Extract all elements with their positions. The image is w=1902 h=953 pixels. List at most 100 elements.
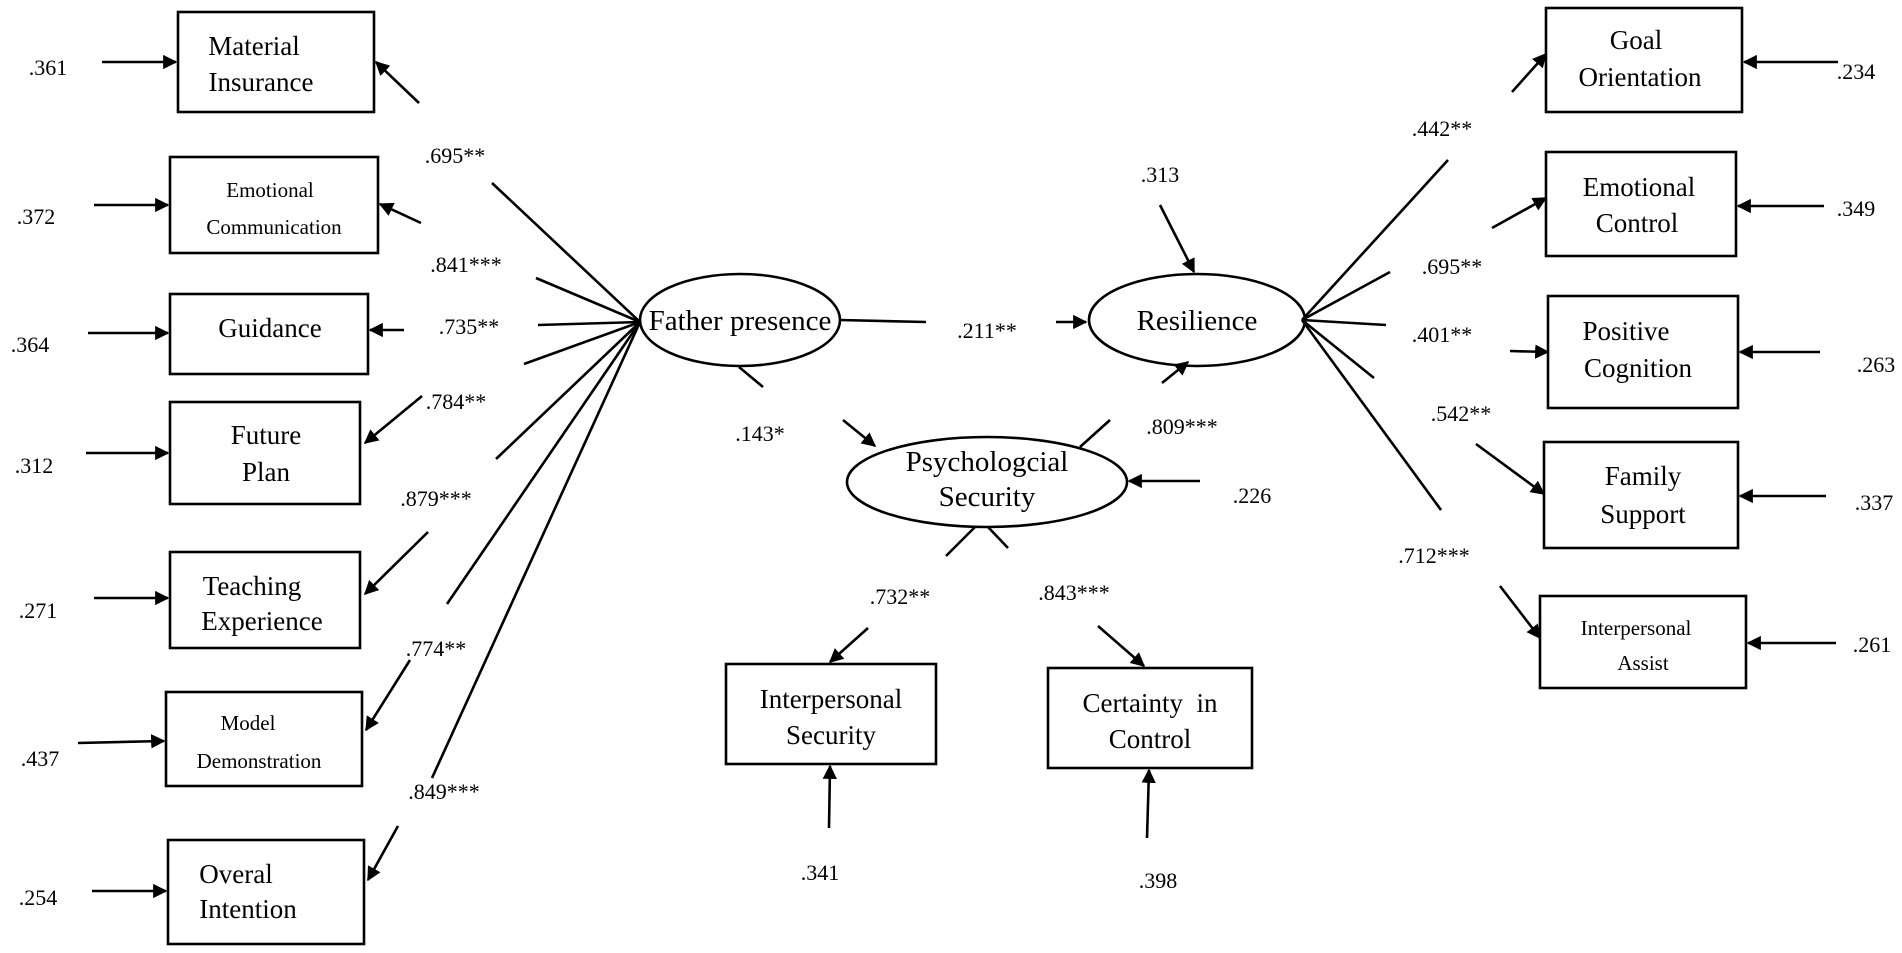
resilience-loading-arrow-3: .401** <box>1412 322 1550 359</box>
father-loading-arrow-1: .695** <box>374 61 486 168</box>
father-loading-arrow-7: .849*** <box>366 779 480 882</box>
resilience-disturbance: .313 <box>1141 162 1196 274</box>
disturbance-value: .313 <box>1141 162 1180 187</box>
indicator-label-line1: Interpersonal <box>1581 616 1692 640</box>
loading-coefficient: .774** <box>406 636 467 661</box>
indicator-label-line1: Emotional <box>226 178 314 202</box>
resilience-indicator-emotional-control: Emotional Control .349 <box>1544 150 1876 258</box>
error-variance: .234 <box>1837 59 1876 84</box>
resilience-loading-lines <box>1300 159 1449 511</box>
loading-coefficient: .442** <box>1412 116 1473 141</box>
loading-coefficient: .712*** <box>1398 543 1470 568</box>
loading-coefficient: .843*** <box>1038 580 1110 605</box>
path-father-to-resilience: .211** <box>839 314 1088 343</box>
loading-coefficient: .401** <box>1412 322 1473 347</box>
psychological-security-node: Psychologcial Security <box>845 435 1129 529</box>
indicator-label-line1: Future <box>231 420 302 450</box>
error-variance: .312 <box>15 453 54 478</box>
path-father-to-security: .143* <box>735 366 877 448</box>
loading-coefficient: .542** <box>1431 401 1492 426</box>
error-arrow <box>77 734 166 749</box>
path-coefficient: .809*** <box>1146 414 1218 439</box>
path-security-to-resilience: .809*** <box>1079 360 1218 448</box>
father-indicator-guidance: Guidance .364 <box>11 292 370 376</box>
loading-coefficient: .849*** <box>408 779 480 804</box>
indicator-label-line1: Goal <box>1610 25 1662 55</box>
loading-coefficient: .784** <box>426 389 487 414</box>
indicator-label-line2: Assist <box>1617 651 1669 675</box>
father-loading-arrow-5: .879*** <box>363 486 472 596</box>
resilience-loading-arrow-4: .542** <box>1431 401 1546 496</box>
father-indicator-teaching-experience: Teaching Experience .271 <box>19 550 362 650</box>
error-variance: .263 <box>1857 352 1896 377</box>
security-disturbance: .226 <box>1127 473 1272 508</box>
indicator-label-line2: Cognition <box>1584 353 1693 383</box>
indicator-label-line2: Plan <box>242 457 291 487</box>
indicator-label-line1: Family <box>1605 461 1682 491</box>
indicator-label-line1: Guidance <box>218 313 321 343</box>
error-variance: .364 <box>11 332 50 357</box>
error-variance: .341 <box>801 860 840 885</box>
disturbance-value: .226 <box>1233 483 1272 508</box>
resilience-indicator-positive-cognition: Positive Cognition .263 <box>1546 294 1896 410</box>
father-indicator-future-plan: Future Plan .312 <box>15 400 362 506</box>
father-loading-arrow-3: .735** <box>368 314 500 339</box>
resilience-label: Resilience <box>1137 305 1258 337</box>
loading-coefficient: .735** <box>439 314 500 339</box>
path-coefficient: .211** <box>957 318 1017 343</box>
indicator-label-line1: Interpersonal <box>760 684 902 714</box>
error-variance: .337 <box>1855 490 1894 515</box>
path-coefficient: .143* <box>735 421 785 446</box>
father-loading-arrow-4: .784** <box>363 389 487 445</box>
resilience-indicator-goal-orientation: Goal Orientation .234 <box>1544 6 1876 114</box>
indicator-label-line2: Control <box>1596 208 1679 238</box>
indicator-label-line2: Insurance <box>209 67 314 97</box>
loading-coefficient: .841*** <box>430 252 502 277</box>
security-loading-2: .843*** <box>987 526 1146 667</box>
resilience-indicator-interpersonal-assist: Interpersonal Assist .261 <box>1538 594 1892 690</box>
father-loading-arrow-6: .774** <box>364 636 467 732</box>
father-presence-node: Father presence <box>638 272 842 368</box>
indicator-label-line2: Communication <box>206 215 342 239</box>
security-loading-1: .732** <box>828 526 976 663</box>
indicator-label-line2: Experience <box>201 606 322 636</box>
father-presence-label: Father presence <box>649 305 832 337</box>
father-indicator-model-demonstration: Model Demonstration .437 <box>21 690 364 788</box>
resilience-loading-arrow-1: .442** <box>1412 52 1547 141</box>
indicator-label-line1: Overal <box>199 859 272 889</box>
loading-coefficient: .732** <box>870 584 931 609</box>
father-loading-lines <box>430 182 642 779</box>
indicator-label-line2: Control <box>1109 724 1192 754</box>
psychological-security-label-line2: Security <box>939 481 1036 513</box>
error-variance: .372 <box>17 204 56 229</box>
loading-coefficient: .879*** <box>400 486 472 511</box>
father-loading-arrow-2: .841*** <box>378 202 502 277</box>
loading-coefficient: .695** <box>425 143 486 168</box>
indicator-label-line2: Orientation <box>1579 62 1702 92</box>
indicator-label-line1: Emotional <box>1583 172 1695 202</box>
resilience-loading-arrow-2: .695** <box>1422 196 1548 279</box>
security-indicator-certainty-in-control: Certainty in Control .398 <box>1046 666 1254 893</box>
indicator-label-line2: Support <box>1600 499 1686 529</box>
error-variance: .398 <box>1139 868 1178 893</box>
error-arrow <box>1141 768 1156 839</box>
error-arrow <box>822 764 837 829</box>
indicator-label-line1: Material <box>208 31 299 61</box>
indicator-label-line1: Model <box>221 711 276 735</box>
loading-coefficient: .695** <box>1422 254 1483 279</box>
father-indicator-material-insurance: Material Insurance .361 <box>29 10 376 114</box>
indicator-label-line1: Positive <box>1582 316 1669 346</box>
indicator-label-line2: Security <box>786 720 876 750</box>
indicator-label-line2: Demonstration <box>197 749 322 773</box>
error-variance: .349 <box>1837 196 1876 221</box>
error-variance: .437 <box>21 746 60 771</box>
error-variance: .271 <box>19 598 58 623</box>
error-variance: .261 <box>1853 632 1892 657</box>
security-indicator-interpersonal-security: Interpersonal Security .341 <box>724 662 938 885</box>
father-indicator-overal-intention: Overal Intention .254 <box>19 838 366 946</box>
resilience-loading-arrow-5: .712*** <box>1398 543 1542 640</box>
resilience-node: Resilience <box>1087 272 1307 368</box>
indicator-label-line1: Certainty in <box>1083 688 1218 718</box>
error-variance: .361 <box>29 55 68 80</box>
